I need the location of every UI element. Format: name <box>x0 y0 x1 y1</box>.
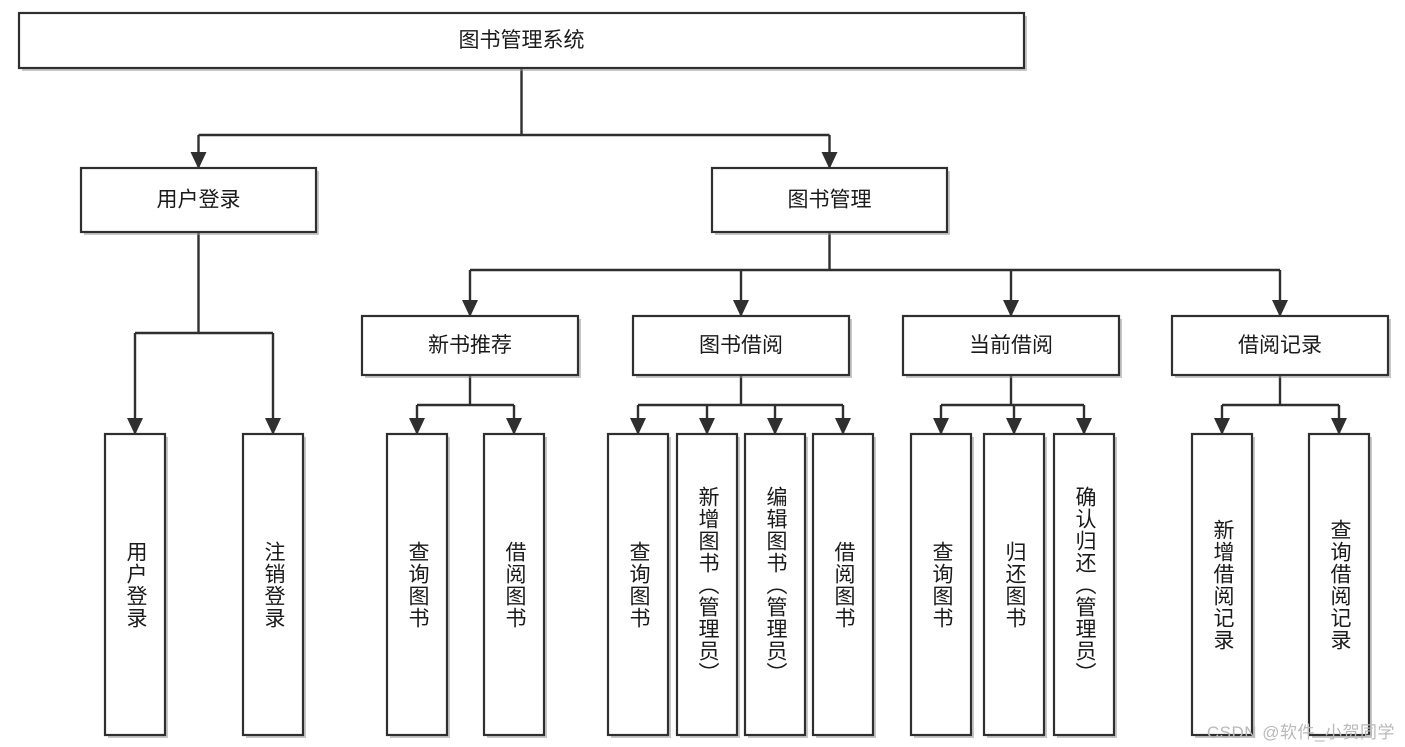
arrow-head <box>699 418 715 435</box>
arrow-head <box>1076 418 1092 435</box>
node-box[interactable] <box>901 314 1121 377</box>
node-box[interactable] <box>631 314 851 377</box>
node-leaf-add-book[interactable] <box>675 432 740 738</box>
watermark: CSDN @软件_小贺同学 <box>1206 723 1395 742</box>
arrow-head <box>506 418 522 435</box>
arrow-head <box>1272 300 1288 317</box>
node-box[interactable] <box>103 432 167 737</box>
arrow-head <box>821 152 838 169</box>
node-box[interactable] <box>1307 432 1371 737</box>
node-box[interactable] <box>1170 314 1390 377</box>
node-box[interactable] <box>675 432 739 737</box>
node-box[interactable] <box>909 432 973 737</box>
arrow-head <box>835 418 851 435</box>
arrow-head <box>1003 300 1019 317</box>
arrow-head <box>265 418 281 435</box>
node-leaf-confirm-return[interactable] <box>1052 432 1117 738</box>
arrow-head <box>190 152 207 169</box>
arrow-head <box>409 418 425 435</box>
node-box[interactable] <box>743 432 807 737</box>
node-user-login[interactable]: 用户登录 <box>79 166 319 235</box>
node-label: 借阅记录 <box>1238 334 1322 357</box>
arrow-head <box>462 300 478 317</box>
arrow-head <box>1331 418 1347 435</box>
node-book-borrow[interactable]: 图书借阅 <box>631 314 852 378</box>
node-box[interactable] <box>360 314 580 377</box>
node-leaf-edit-book[interactable] <box>743 432 808 738</box>
node-box[interactable] <box>385 432 449 737</box>
node-label: 新书推荐 <box>428 334 512 357</box>
node-root[interactable]: 图书管理系统 <box>17 11 1027 71</box>
node-book-manage[interactable]: 图书管理 <box>710 166 950 235</box>
arrow-head <box>733 300 749 317</box>
node-box[interactable] <box>982 432 1046 737</box>
node-box[interactable] <box>241 432 305 737</box>
node-leaf-add-record[interactable] <box>1190 432 1255 738</box>
node-box[interactable] <box>17 11 1026 70</box>
node-box[interactable] <box>710 166 949 234</box>
node-box[interactable] <box>606 432 670 737</box>
arrow-head <box>933 418 949 435</box>
arrow-head <box>127 418 143 435</box>
node-leaf-user-login[interactable] <box>103 432 168 738</box>
node-label: 图书管理系统 <box>459 29 585 52</box>
node-leaf-query-book-borrow[interactable] <box>606 432 671 738</box>
arrow-head <box>767 418 783 435</box>
node-current-borrow[interactable]: 当前借阅 <box>901 314 1122 378</box>
node-box[interactable] <box>79 166 318 234</box>
node-leaf-query-book-rec[interactable] <box>385 432 450 738</box>
node-box[interactable] <box>811 432 875 737</box>
node-new-book-rec[interactable]: 新书推荐 <box>360 314 581 378</box>
arrow-head <box>1006 418 1022 435</box>
node-box[interactable] <box>482 432 546 737</box>
node-leaf-return-book[interactable] <box>982 432 1047 738</box>
node-leaf-query-book-cur[interactable] <box>909 432 974 738</box>
node-leaf-borrow-book-rec[interactable] <box>482 432 547 738</box>
connector-layer <box>127 68 1347 435</box>
node-label: 用户登录 <box>157 189 241 212</box>
node-label: 图书管理 <box>788 189 872 212</box>
node-box[interactable] <box>1190 432 1254 737</box>
node-leaf-borrow-book[interactable] <box>811 432 876 738</box>
node-leaf-query-record[interactable] <box>1307 432 1372 738</box>
arrow-head <box>630 418 646 435</box>
node-label: 当前借阅 <box>969 334 1053 357</box>
node-borrow-record[interactable]: 借阅记录 <box>1170 314 1391 378</box>
arrow-head <box>1214 418 1230 435</box>
node-label: 图书借阅 <box>699 334 783 357</box>
node-leaf-user-logout[interactable] <box>241 432 306 738</box>
node-box[interactable] <box>1052 432 1116 737</box>
